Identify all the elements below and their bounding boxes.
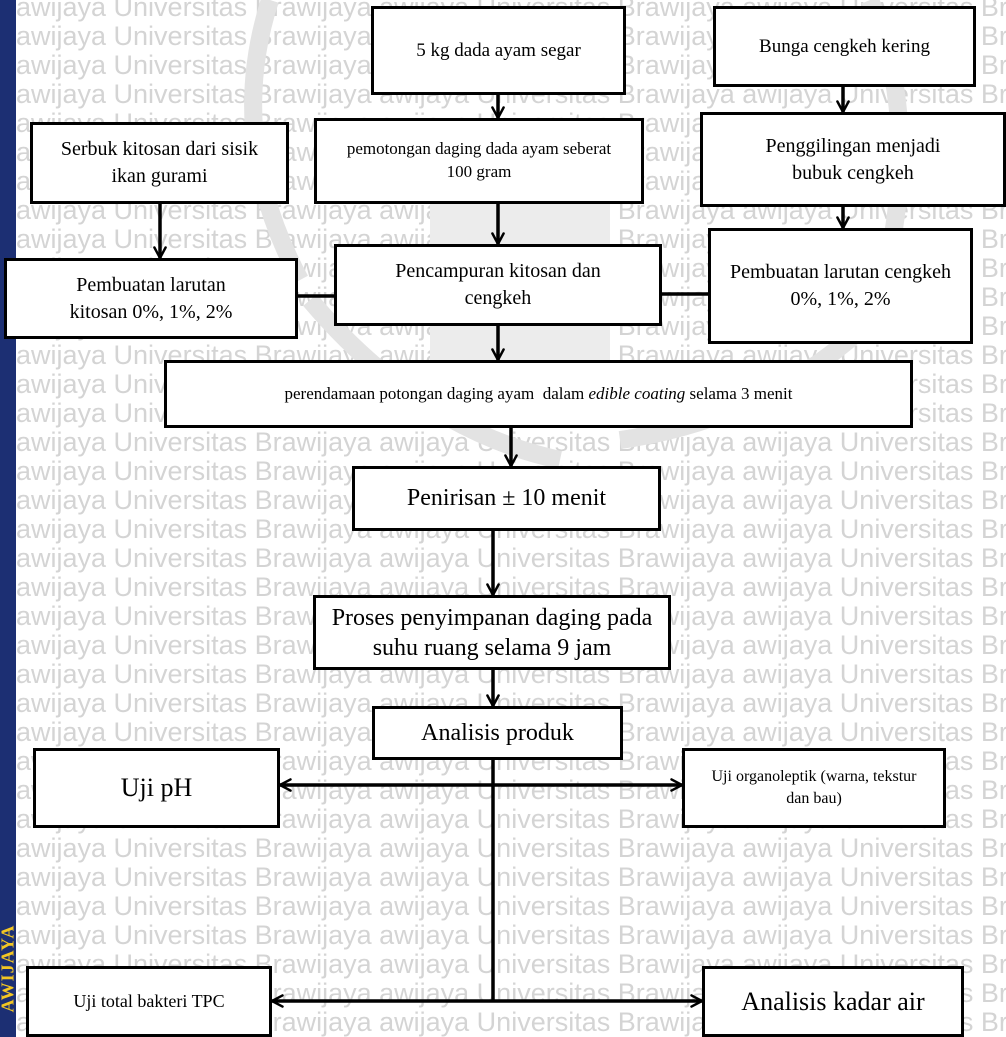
node-chitosan-powder: Serbuk kitosan dari sisik ikan gurami xyxy=(30,122,289,204)
node-ph-test: Uji pH xyxy=(33,748,280,828)
node-tpc: Uji total bakteri TPC xyxy=(26,966,272,1037)
node-chitosan-solution: Pembuatan larutan kitosan 0%, 1%, 2% xyxy=(4,258,298,339)
watermark-row: awijaya Universitas Brawijaya awijaya Un… xyxy=(16,833,1006,863)
node-fresh-chicken: 5 kg dada ayam segar xyxy=(371,6,626,95)
watermark-row: awijaya Universitas Brawijaya awijaya Un… xyxy=(16,543,1006,573)
node-grind-clove: Penggilingan menjadi bubuk cengkeh xyxy=(700,112,1006,207)
node-mix: Pencampuran kitosan dan cengkeh xyxy=(334,244,662,326)
node-analysis: Analisis produk xyxy=(372,706,623,760)
watermark-row: awijaya Universitas Brawijaya awijaya Un… xyxy=(16,862,1006,892)
node-moisture: Analisis kadar air xyxy=(702,966,964,1037)
node-clove-flower: Bunga cengkeh kering xyxy=(713,6,976,87)
node-storage: Proses penyimpanan daging pada suhu ruan… xyxy=(313,595,671,670)
node-clove-solution: Pembuatan larutan cengkeh 0%, 1%, 2% xyxy=(708,228,973,344)
watermark-row: awijaya Universitas Brawijaya awijaya Un… xyxy=(16,891,1006,921)
node-cut-chicken: pemotongan daging dada ayam seberat 100 … xyxy=(314,118,644,204)
node-organoleptic: Uji organoleptik (warna, tekstur dan bau… xyxy=(682,748,946,828)
node-drain: Penirisan ± 10 menit xyxy=(352,466,661,531)
watermark-row: awijaya Universitas Brawijaya awijaya Un… xyxy=(16,920,1006,950)
node-soak: perendamaan potongan daging ayam dalam e… xyxy=(164,360,913,428)
